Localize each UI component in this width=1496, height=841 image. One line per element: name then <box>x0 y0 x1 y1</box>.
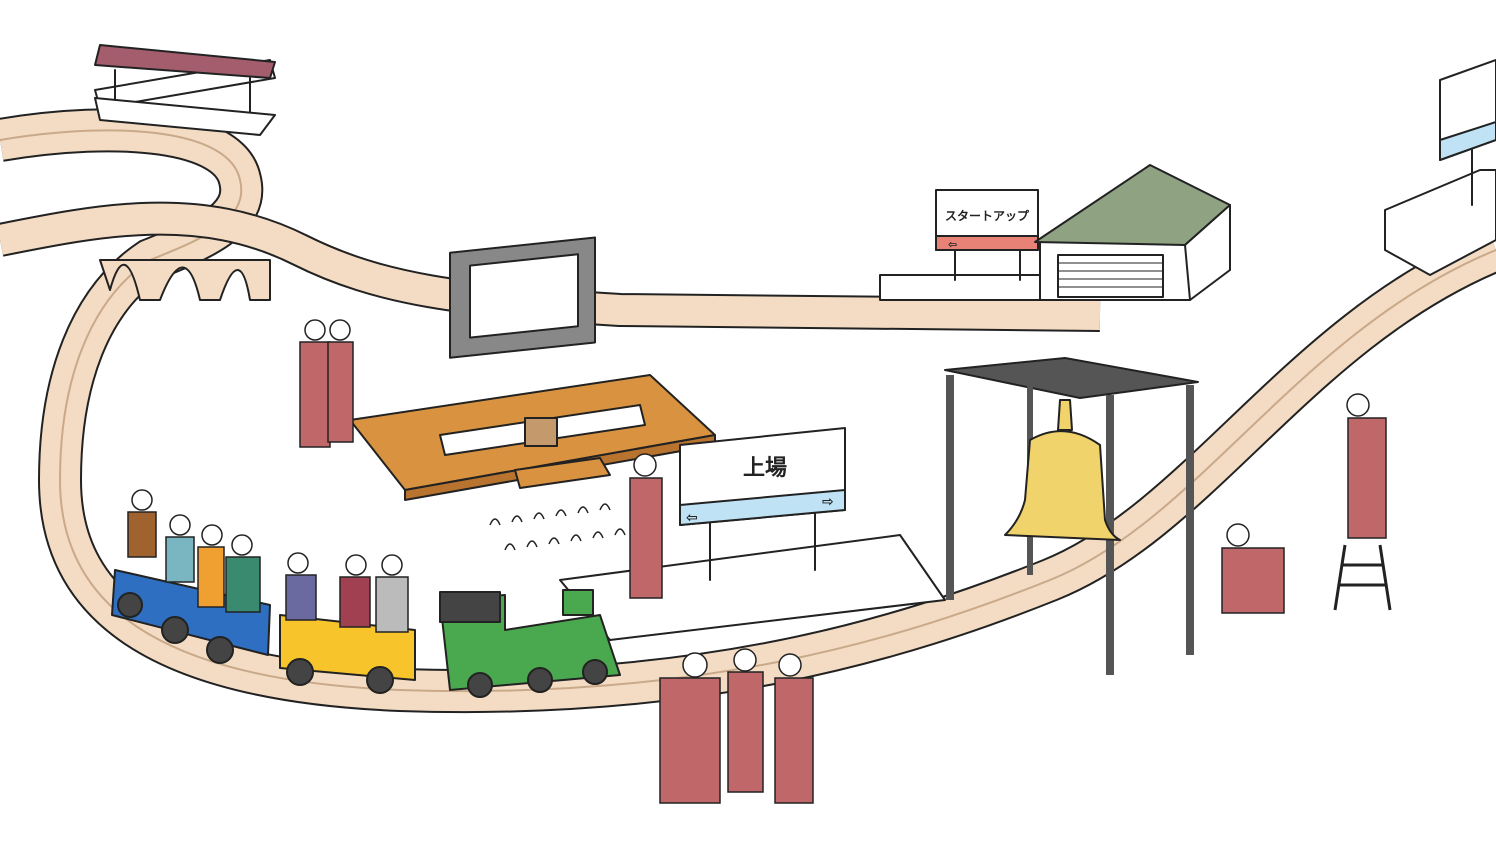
worker <box>774 653 814 804</box>
listing-sign-label: 上場 <box>743 456 787 481</box>
bell-icon <box>1004 430 1121 541</box>
listing-sign: 上場 ⇦ ⇨ <box>679 427 846 581</box>
startup-station: スタートアップ ⇦ <box>879 189 1041 301</box>
worker <box>299 319 331 448</box>
toy-train <box>111 569 621 698</box>
bridge <box>99 259 271 301</box>
left-arrow-icon: ⇦ <box>686 510 698 526</box>
worker <box>629 453 663 599</box>
stage <box>349 236 716 501</box>
small-station <box>94 44 276 136</box>
worker <box>659 652 721 804</box>
workers <box>299 319 1387 804</box>
passengers <box>127 489 409 633</box>
audience-chairs <box>489 503 626 551</box>
right-arrow-icon: ⇨ <box>822 494 834 510</box>
goal-station <box>1384 59 1496 276</box>
bell-gate <box>944 357 1199 675</box>
worker <box>727 648 764 793</box>
garage-house <box>1034 164 1231 301</box>
worker <box>1346 393 1387 539</box>
worker <box>1221 523 1285 614</box>
worker <box>327 319 354 443</box>
startup-sign-label: スタートアップ <box>945 208 1030 223</box>
left-arrow-icon: ⇦ <box>948 238 957 251</box>
ladder <box>1333 544 1392 611</box>
podium <box>524 417 558 447</box>
